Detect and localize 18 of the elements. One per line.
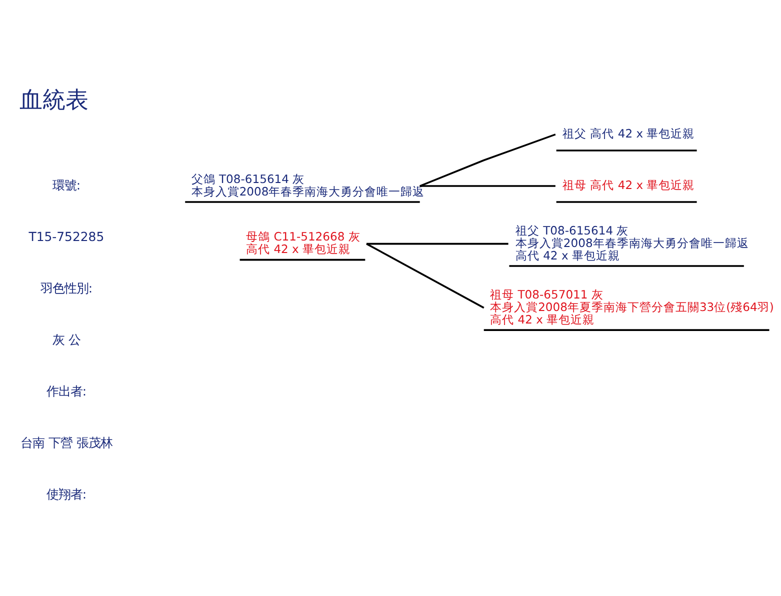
connector	[420, 133, 556, 186]
connector	[420, 184, 556, 186]
diagram-title: 血統表	[19, 87, 88, 114]
node-text: 祖母 高代 42 x 畢包近親	[562, 178, 695, 192]
label: 使翔者:	[46, 486, 87, 502]
node-text: 父鴿 T08-615614 灰 本身入賞2008年春季南海大勇分會唯一歸返	[191, 171, 425, 198]
node-text: 祖父 高代 42 x 畢包近親	[562, 126, 695, 140]
node-text: 母鴿 C11-512668 灰 高代 42 x 畢包近親	[246, 229, 360, 256]
label: 灰 公	[52, 332, 80, 347]
label: 環號:	[52, 176, 81, 192]
connector	[366, 242, 484, 308]
label: 作出者:	[46, 383, 87, 398]
label: 羽色性別:	[40, 280, 93, 295]
label: T15-752285	[28, 228, 104, 244]
node-text: 祖父 T08-615614 灰 本身入賞2008年春季南海大勇分會唯一歸返 高代 42 x 畢包近親	[515, 222, 749, 262]
label: 台南 下營 張茂林	[20, 434, 112, 450]
connector	[366, 242, 508, 244]
node-text: 祖母 T08-657011 灰 本身入賞2008年夏季南海下營分會五關33位(殘64羽) 高代 42 x 畢包近親	[490, 286, 774, 326]
